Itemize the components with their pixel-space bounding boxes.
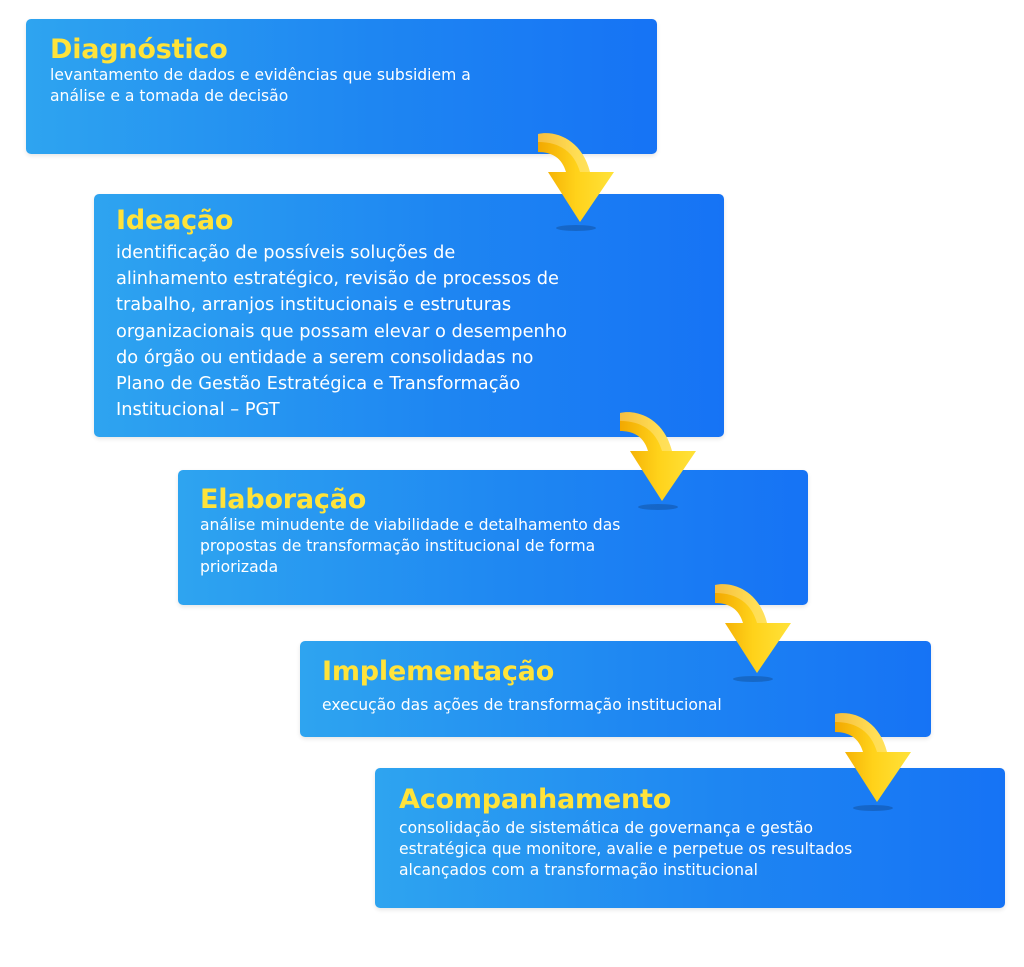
step-elaboracao: Elaboração análise minudente de viabilid… xyxy=(178,470,808,605)
step-acompanhamento: Acompanhamento consolidação de sistemáti… xyxy=(375,768,1005,908)
step-description: análise minudente de viabilidade e detal… xyxy=(200,515,808,578)
description-line: Institucional – PGT xyxy=(116,399,280,421)
description-line: análise e a tomada de decisão xyxy=(50,87,289,105)
step-description: identificação de possíveis soluções de a… xyxy=(116,240,724,423)
description-line: identificação de possíveis soluções de xyxy=(116,242,456,263)
description-line: priorizada xyxy=(200,558,279,576)
curved-down-arrow-icon xyxy=(538,133,614,231)
step-description: consolidação de sistemática de governanç… xyxy=(399,818,1005,881)
step-title: Ideação xyxy=(116,205,234,236)
step-title: Implementação xyxy=(322,656,555,687)
description-line: execução das ações de transformação inst… xyxy=(322,696,722,714)
step-implementacao: Implementação execução das ações de tran… xyxy=(300,641,931,737)
description-line: alcançados com a transformação instituci… xyxy=(399,861,758,879)
step-title: Acompanhamento xyxy=(399,784,672,815)
description-line: estratégica que monitore, avalie e perpe… xyxy=(399,840,853,858)
description-line: Plano de Gestão Estratégica e Transforma… xyxy=(116,373,521,395)
curved-down-arrow-icon xyxy=(835,713,911,811)
step-ideacao: Ideação identificação de possíveis soluç… xyxy=(94,194,724,437)
curved-down-arrow-icon xyxy=(715,584,791,682)
step-description: execução das ações de transformação inst… xyxy=(322,695,931,716)
curved-down-arrow-icon xyxy=(620,412,696,510)
description-line: análise minudente de viabilidade e detal… xyxy=(200,516,621,534)
step-title: Elaboração xyxy=(200,484,367,515)
step-title: Diagnóstico xyxy=(50,34,228,65)
description-line: alinhamento estratégico, revisão de proc… xyxy=(116,268,559,290)
description-line: trabalho, arranjos institucionais e estr… xyxy=(116,294,512,316)
description-line: levantamento de dados e evidências que s… xyxy=(50,66,471,84)
description-line: do órgão ou entidade a serem consolidada… xyxy=(116,346,534,368)
step-description: levantamento de dados e evidências que s… xyxy=(50,65,657,107)
description-line: consolidação de sistemática de governanç… xyxy=(399,819,814,837)
description-line: organizacionais que possam elevar o dese… xyxy=(116,320,567,342)
step-diagnostico: Diagnóstico levantamento de dados e evid… xyxy=(26,19,657,154)
description-line: propostas de transformação institucional… xyxy=(200,537,596,555)
